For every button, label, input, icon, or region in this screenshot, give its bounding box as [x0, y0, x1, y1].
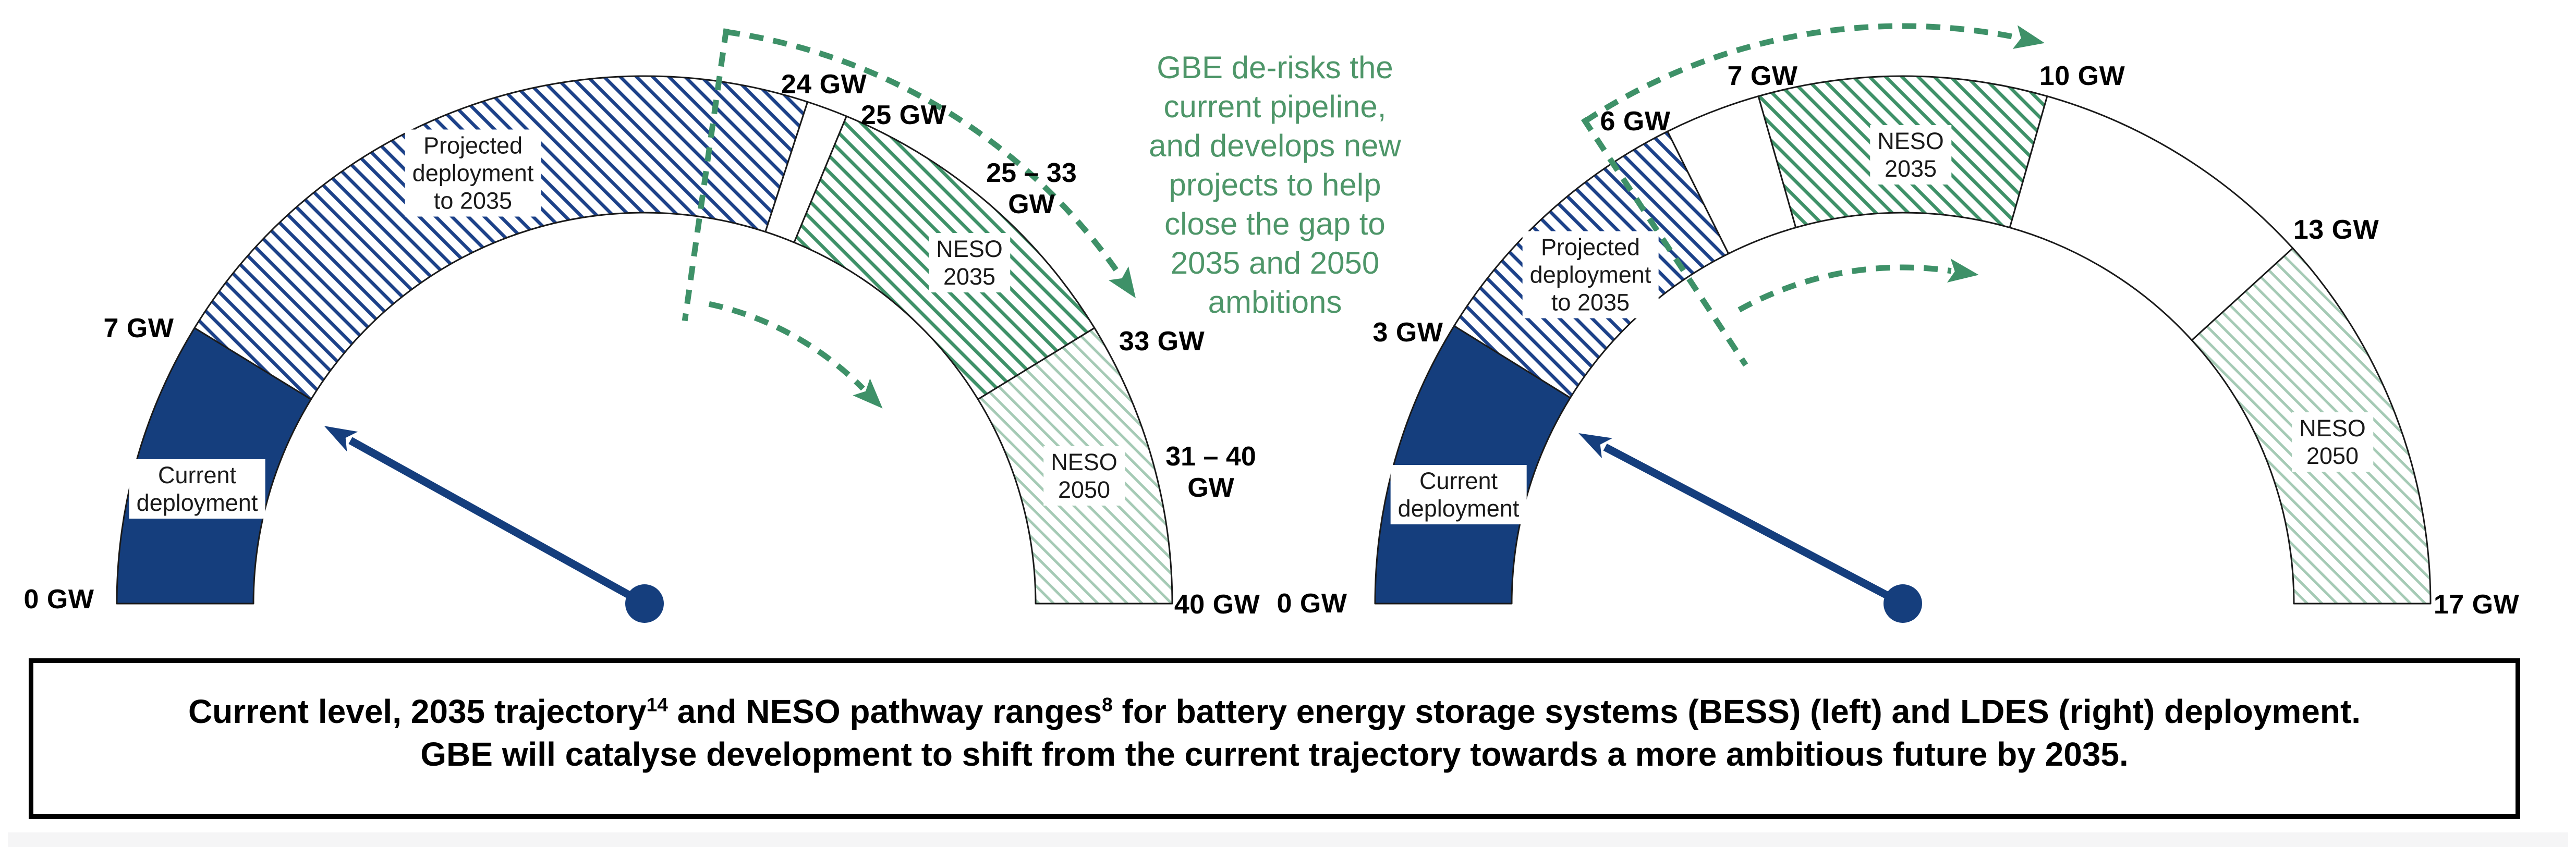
bess-gauge: [116, 28, 1173, 623]
caption-text: and NESO pathway ranges: [667, 693, 1102, 730]
ldes-segment-7-10: [1757, 75, 2048, 229]
bess-needle: [324, 426, 647, 607]
bess-highlight-band-edge: [682, 28, 730, 322]
bess-shift-arrow-inner: [708, 301, 883, 409]
caption-text: for battery energy storage systems (BESS…: [1112, 693, 2361, 730]
footnote-ref-14: 14: [646, 693, 668, 716]
footnote-ref-8: 8: [1102, 693, 1113, 716]
ldes-needle: [1578, 433, 1905, 607]
caption-line-1: Current level, 2035 trajectory14 and NES…: [33, 690, 2516, 733]
ldes-gauge: [1374, 23, 2432, 623]
caption-line-2: GBE will catalyse development to shift f…: [420, 735, 2129, 773]
bess-segment-7-24: [193, 75, 809, 400]
ldes-needle-hub: [1884, 584, 1922, 623]
bottom-gray-strip: [8, 832, 2568, 847]
caption-text: Current level, 2035 trajectory: [188, 693, 647, 730]
ldes-shift-arrow-inner: [1737, 259, 1979, 313]
caption-box: Current level, 2035 trajectory14 and NES…: [29, 658, 2520, 819]
ldes-shift-arrow-outer: [1583, 23, 2045, 124]
bess-needle-hub: [625, 584, 664, 623]
gbe-annotation-text: GBE de-risks the current pipeline, and d…: [1149, 50, 1401, 320]
ldes-highlight-band-edge: [1581, 117, 1748, 367]
